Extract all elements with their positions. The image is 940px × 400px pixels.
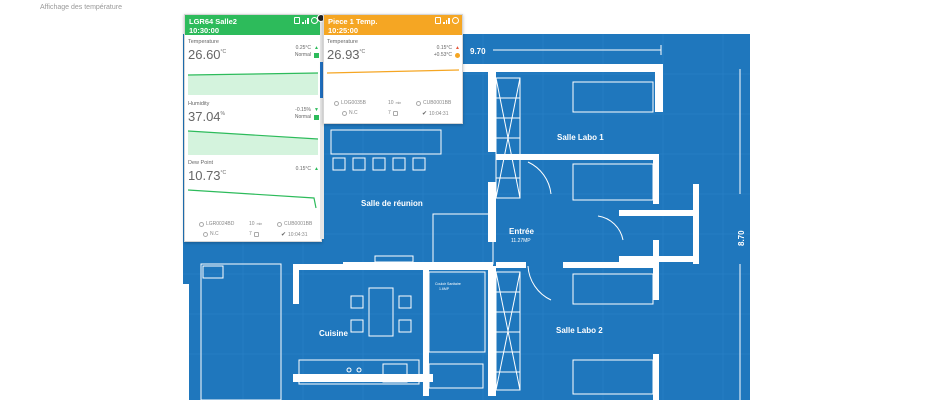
battery-icon <box>294 17 300 24</box>
arrow-down-icon: ▼ <box>314 107 319 113</box>
check-icon: ✔ <box>281 232 287 238</box>
card-title: LGR64 Salle2 <box>189 17 237 26</box>
metric-status: Normal <box>294 114 311 120</box>
metric-temperature: Temperature 26.93°C 0.15°C+0.53°C ▲ <box>324 37 462 93</box>
metric-label: Humidity <box>188 101 210 107</box>
check-icon: ✔ <box>422 111 428 117</box>
room-entree-area: 11.27MP <box>511 238 531 244</box>
sensor-id: LGR0024BD <box>206 221 235 227</box>
header-icons <box>435 17 459 24</box>
card-header: LGR64 Salle2 10:30:00 <box>185 15 321 35</box>
room-cuisine: Cuisine <box>319 329 348 338</box>
card-time: 10:30:00 <box>189 26 220 35</box>
metric-delta: 0.15°C <box>295 166 311 172</box>
humidity-sparkline <box>188 129 318 155</box>
location-value: N.C <box>210 231 219 237</box>
card-header: Piece 1 Temp. 10:25:00 <box>324 15 462 35</box>
metric-delta: 0.15°C+0.53°C <box>433 45 452 58</box>
device-icon <box>277 221 282 227</box>
room-salle-labo-2: Salle Labo 2 <box>556 326 603 335</box>
metric-temperature: Temperature 26.60°C 0.25°C ▲ Normal <box>185 37 321 97</box>
metric-value: 37.04% <box>188 109 225 124</box>
device-icon <box>416 100 421 106</box>
last-sync: 10:04:31 <box>288 231 308 238</box>
card-time: 10:25:00 <box>328 26 359 35</box>
count-value: 7 <box>249 231 252 237</box>
last-sync: 10:04:31 <box>429 110 449 117</box>
temperature-sparkline <box>327 67 459 91</box>
room-note-area: 1.6MP <box>439 287 450 291</box>
card-title: Piece 1 Temp. <box>328 17 378 26</box>
sensor-icon <box>334 100 339 106</box>
status-indicator <box>314 53 319 58</box>
dimension-right: 8.70 <box>737 230 746 246</box>
metric-delta: 0.25°C <box>295 45 311 51</box>
location-value: N.C <box>349 110 358 116</box>
card-scrollbar[interactable] <box>320 14 324 239</box>
metric-label: Temperature <box>188 39 219 45</box>
page-subtitle: Affichage des température <box>40 4 122 11</box>
location-icon <box>342 110 347 116</box>
metric-status: Normal <box>294 52 311 58</box>
card-scrollbar-thumb[interactable] <box>320 62 324 98</box>
arrow-up-icon: ▲ <box>455 45 460 51</box>
metric-value: 10.73°C <box>188 168 227 183</box>
interval-unit: min <box>256 222 263 226</box>
lock-icon <box>392 110 398 116</box>
sensor-id: LOG0035B <box>341 100 367 106</box>
temperature-sparkline <box>188 69 318 95</box>
dimension-top: 9.70 <box>470 47 486 56</box>
lock-icon <box>253 231 259 237</box>
status-indicator <box>455 53 460 58</box>
signal-icon <box>302 17 309 24</box>
signal-icon <box>443 17 450 24</box>
interval-value: 10 <box>249 221 255 227</box>
metric-value: 26.60°C <box>188 47 227 62</box>
device-id: CUB0001BB <box>284 221 313 227</box>
room-note: Couloir Sanitaire <box>435 282 461 286</box>
location-icon <box>203 231 208 237</box>
sensor-card-lgr64-salle2[interactable]: LGR64 Salle2 10:30:00 Temperature 26.60°… <box>184 14 322 242</box>
device-id: CUB0001BB <box>423 100 452 106</box>
count-value: 7 <box>388 110 391 116</box>
metric-label: Dew Point <box>188 160 214 166</box>
sensor-icon <box>199 221 204 227</box>
room-entree: Entrée <box>509 227 534 236</box>
interval-value: 10 <box>388 100 394 106</box>
sensor-card-piece-1-temp[interactable]: Piece 1 Temp. 10:25:00 Temperature 26.93… <box>323 14 463 124</box>
room-salle-reunion: Salle de réunion <box>361 199 423 208</box>
metric-delta: -0.15% <box>295 107 311 113</box>
status-indicator <box>314 115 319 120</box>
interval-unit: min <box>395 101 402 105</box>
metric-dew-point: Dew Point 10.73°C 0.15°C ▲ <box>185 158 321 218</box>
arrow-up-icon: ▲ <box>314 45 319 51</box>
metric-label: Temperature <box>327 39 358 45</box>
arrow-up-icon: ▲ <box>314 166 319 172</box>
room-salle-labo-1: Salle Labo 1 <box>557 133 604 142</box>
metric-humidity: Humidity 37.04% -0.15% ▼ Normal <box>185 99 321 157</box>
metric-value: 26.93°C <box>327 47 366 62</box>
dew-point-sparkline <box>188 188 318 214</box>
gear-icon[interactable] <box>452 17 459 24</box>
header-icons <box>294 17 318 24</box>
battery-icon <box>435 17 441 24</box>
